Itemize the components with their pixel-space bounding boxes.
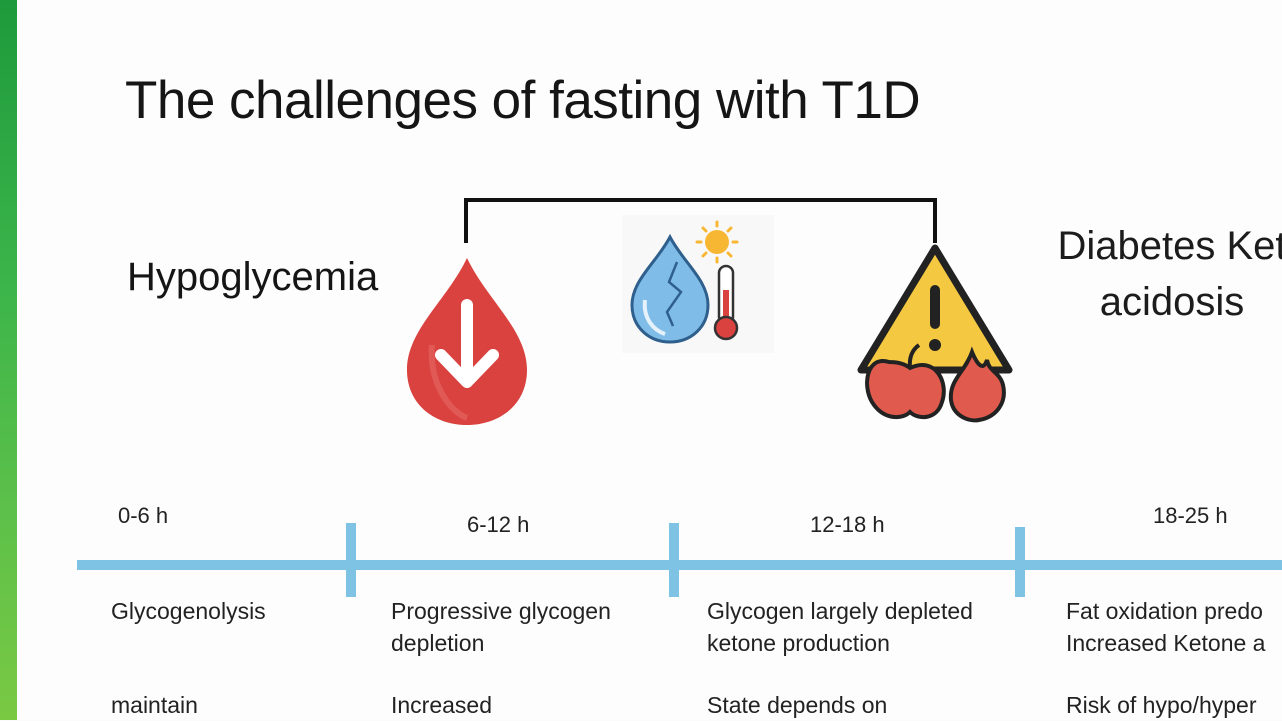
phase-desc-0-6: Glycogenolysis [111, 595, 266, 627]
phase-desc-extra-18-25: Risk of hypo/hyper [1066, 692, 1257, 718]
phase-desc-line: Glycogen largely depleted [707, 598, 973, 624]
phase-desc-12-18: Glycogen largely depleted ketone product… [707, 595, 973, 659]
phase-time-12-18: 12-18 h [810, 512, 885, 537]
blood-drop-down-arrow-icon [407, 258, 527, 425]
side-accent-strip [0, 0, 17, 720]
hypoglycemia-label: Hypoglycemia [127, 255, 379, 299]
phase-desc-extra-12-18: State depends on [707, 692, 888, 718]
phase-desc-extra-0-6: maintain [111, 692, 198, 718]
dka-label-line2: acidosis [1099, 280, 1245, 324]
phase-desc-6-12: Progressive glycogen depletion [391, 595, 611, 659]
phase-desc-line: depletion [391, 630, 485, 656]
warning-triangle-fruit-flame-icon [857, 244, 1013, 423]
bracket-connector [464, 198, 937, 243]
phase-time-6-12: 6-12 h [467, 512, 530, 537]
phase-desc-extra-6-12: Increased [391, 692, 493, 718]
phase-time-0-6: 0-6 h [118, 503, 169, 528]
timeline [77, 523, 1282, 597]
phase-time-18-25: 18-25 h [1153, 503, 1228, 528]
phase-desc-line: Increased Ketone a [1066, 630, 1266, 656]
phase-desc-18-25: Fat oxidation predo Increased Ketone a [1066, 595, 1265, 659]
slide-title: The challenges of fasting with T1D [125, 71, 921, 130]
phase-desc-line: ketone production [707, 630, 890, 656]
phase-desc-line: Glycogenolysis [111, 598, 266, 624]
dka-label-line1: Diabetes Ket [1057, 224, 1282, 268]
slide: The challenges of fasting with T1D Hypog… [17, 0, 1282, 720]
phase-desc-line: Fat oxidation predo [1066, 598, 1263, 624]
phase-desc-line: Progressive glycogen [391, 598, 611, 624]
slide-graphics [77, 198, 1282, 597]
water-drop-thermometer-sun-icon [622, 215, 774, 353]
dka-label: Diabetes Ket acidosis [1027, 218, 1282, 330]
